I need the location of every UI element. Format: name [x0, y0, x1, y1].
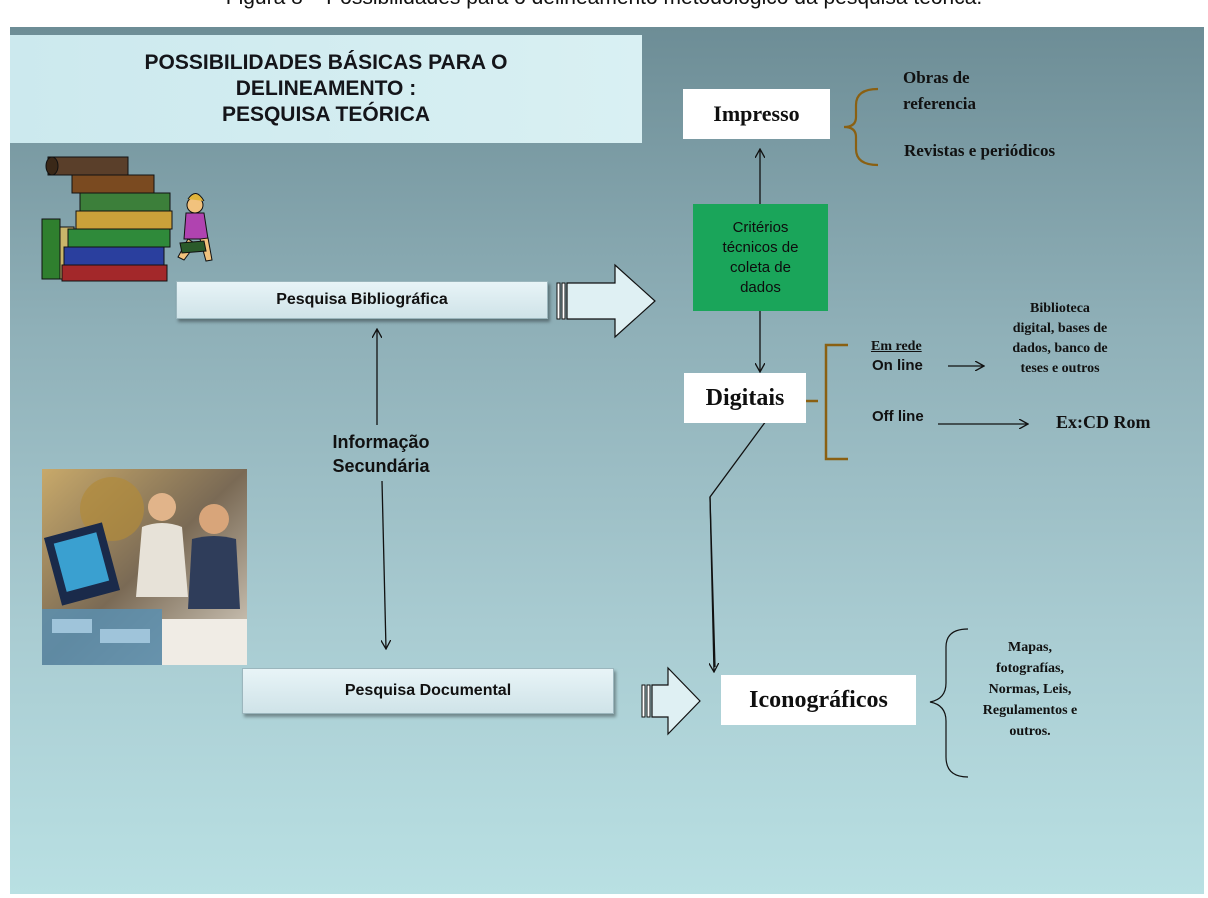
informacao-line-1: Informação [332, 432, 430, 452]
criterios-line-3: coleta de [730, 258, 791, 276]
title-line-3: PESQUISA TEÓRICA [221, 103, 431, 126]
node-pesquisa-documental: Pesquisa Documental [242, 668, 614, 714]
node-criterios: Critérios técnicos de coleta de dados [693, 204, 828, 311]
title-box: POSSIBILIDADES BÁSICAS PARA O DELINEAMEN… [10, 35, 642, 143]
bracket-digitais [824, 343, 848, 461]
node-digitais: Digitais [684, 373, 806, 423]
iconograficos-item-5: outros. [1009, 724, 1051, 739]
criterios-line-2: técnicos de [722, 238, 799, 256]
node-digitais-label: Digitais [705, 384, 785, 411]
node-impresso: Impresso [683, 89, 830, 139]
impresso-obras: Obras de referencia [903, 65, 976, 117]
iconograficos-list: Mapas, fotografías, Normas, Leis, Regula… [960, 637, 1100, 742]
node-impresso-label: Impresso [713, 101, 800, 126]
office-photo [42, 469, 247, 665]
digitais-em-rede: Em rede [871, 339, 922, 354]
digitais-excd: Ex:CD Rom [1056, 412, 1151, 432]
connectors-layer [10, 87, 1204, 778]
title-line-1: POSSIBILIDADES BÁSICAS PARA O [144, 51, 508, 74]
biblioteca-line-1: Biblioteca [1030, 301, 1090, 316]
criterios-line-1: Critérios [732, 218, 789, 236]
biblioteca-line-4: teses e outros [1020, 361, 1100, 376]
diagram-slide: POSSIBILIDADES BÁSICAS PARA O DELINEAMEN… [10, 27, 1204, 894]
iconograficos-item-4: Regulamentos e [982, 703, 1078, 718]
node-iconograficos-label: Iconográficos [749, 686, 888, 713]
informacao-line-2: Secundária [332, 456, 430, 476]
block-arrow-bibliografica [556, 263, 656, 339]
biblioteca-line-2: digital, bases de [1012, 321, 1108, 336]
arrow-to-iconograficos [710, 496, 714, 672]
arrow-to-digitais [709, 402, 780, 668]
criterios-line-4: dados [740, 278, 781, 296]
iconograficos-item-1: Mapas, [1008, 640, 1052, 655]
impresso-obras-line-1: Obras de [903, 68, 970, 87]
title-line-2: DELINEAMENTO : [235, 77, 417, 100]
node-pesquisa-bibliografica: Pesquisa Bibliográfica [176, 281, 548, 319]
brace-impresso [843, 87, 879, 167]
iconograficos-item-2: fotografías, [995, 661, 1065, 676]
office-photo-art [42, 469, 247, 665]
brace-iconograficos [929, 628, 969, 778]
impresso-obras-line-2: referencia [903, 94, 976, 113]
impresso-revistas: Revistas e periódicos [904, 141, 1056, 160]
digitais-biblioteca: Biblioteca digital, bases de dados, banc… [985, 299, 1135, 379]
node-pesquisa-bibliografica-label: Pesquisa Bibliográfica [276, 291, 448, 308]
books-clipart [41, 156, 213, 282]
node-pesquisa-documental-label: Pesquisa Documental [344, 682, 512, 699]
digitais-off-line: Off line [872, 408, 924, 425]
block-arrow-documental [641, 666, 701, 736]
iconograficos-item-3: Normas, Leis, [988, 682, 1072, 697]
informacao-secundaria: Informação Secundária [296, 430, 466, 478]
figure-caption: Figura 8 – Possibilidades para o delinea… [0, 0, 1208, 10]
arrow-down-documental [382, 480, 386, 649]
node-iconograficos: Iconográficos [721, 675, 916, 725]
digitais-on-line: On line [872, 357, 923, 374]
biblioteca-line-3: dados, banco de [1012, 341, 1108, 356]
